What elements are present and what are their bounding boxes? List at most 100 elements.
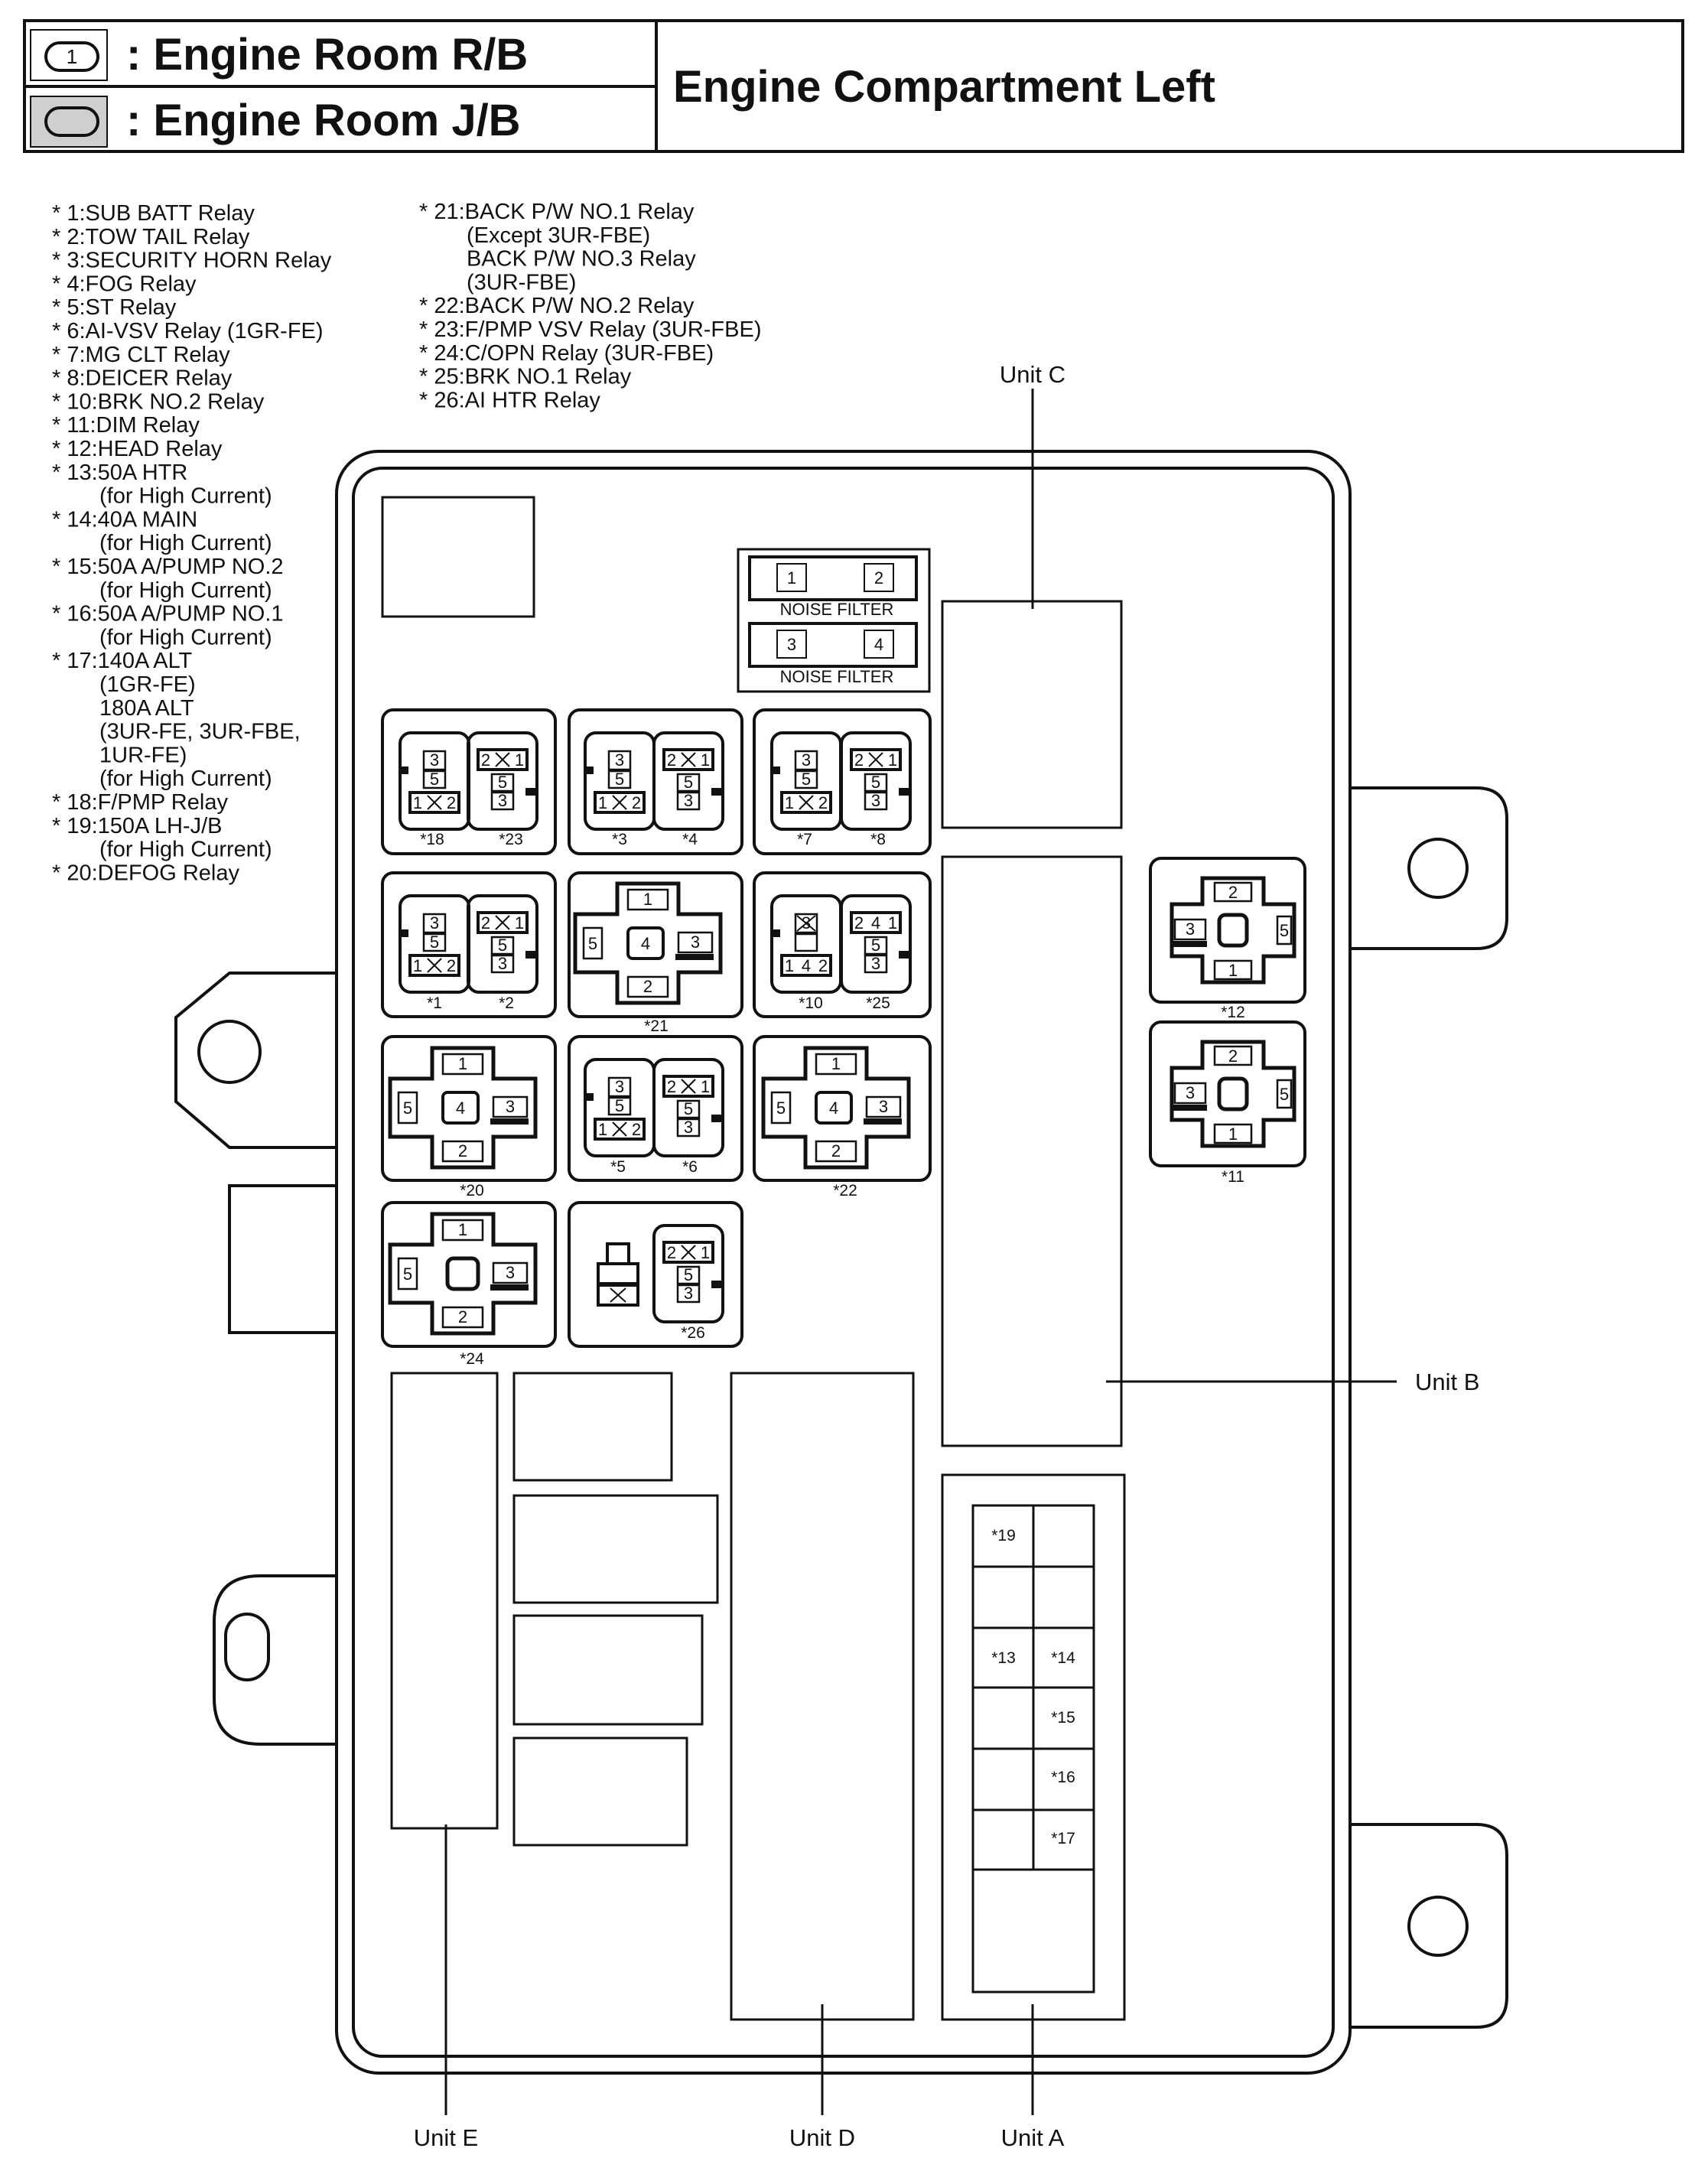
pin-label: 3	[871, 954, 880, 973]
pin-label: 5	[871, 936, 880, 955]
pin-label: 5	[615, 770, 624, 789]
pin-label: 1	[701, 1077, 710, 1096]
pin-label: 3	[802, 913, 811, 933]
legend-line: (1GR-FE)	[99, 672, 196, 697]
small-block-1	[512, 1372, 673, 1482]
legend-line: (for High Current)	[99, 484, 272, 509]
pin-label: 2	[643, 977, 652, 996]
relay-tag-23: *23	[499, 831, 523, 848]
pin-label: 2	[1228, 883, 1238, 902]
noise-filter-pin-3: 3	[787, 635, 796, 654]
legend-line: 1UR-FE)	[99, 743, 187, 767]
legend-right-list: * 21:BACK P/W NO.1 Relay(Except 3UR-FBE)…	[419, 200, 761, 412]
pin-label: 3	[498, 954, 507, 973]
pin-label: 5	[802, 770, 811, 789]
legend-line: * 23:F/PMP VSV Relay (3UR-FBE)	[419, 317, 761, 342]
unit-e-block	[390, 1372, 499, 1830]
pin-label: 1	[515, 750, 524, 770]
relay-tag-4: *4	[682, 831, 698, 848]
pin-label: 2	[458, 1141, 467, 1160]
relay-tag-20: *20	[460, 1182, 484, 1199]
legend-line: (for High Current)	[99, 578, 272, 603]
legend-line: * 20:DEFOG Relay	[52, 861, 239, 885]
relay-tag-18: *18	[420, 831, 444, 848]
legend-line: (3UR-FE, 3UR-FBE,	[99, 720, 301, 744]
fuse-19-label: *19	[991, 1527, 1016, 1544]
pin-label: 2	[632, 1120, 641, 1139]
pin-label: 2	[854, 913, 864, 933]
pin-label: 1	[701, 750, 710, 770]
legend-line: * 7:MG CLT Relay	[52, 343, 230, 367]
pin-label: 4	[641, 934, 650, 953]
legend-line: * 13:50A HTR	[52, 461, 187, 485]
pin-label: 1	[598, 1120, 607, 1139]
unit-b-label: Unit B	[1415, 1369, 1479, 1395]
pin-label: 1	[413, 793, 422, 812]
legend-jb-text: : Engine Room J/B	[126, 96, 521, 145]
relay-cell-21	[568, 871, 743, 1018]
relay-cell-3-4	[568, 708, 743, 855]
legend-line: * 25:BRK NO.1 Relay	[419, 365, 632, 389]
pin-label: 4	[456, 1099, 465, 1118]
pin-label: 3	[879, 1097, 888, 1116]
relay-cell-18-23	[381, 708, 557, 855]
pin-label: 3	[691, 933, 700, 952]
legend-line: (3UR-FBE)	[467, 270, 576, 295]
legend-line: (Except 3UR-FBE)	[467, 223, 650, 248]
noise-filter-module: 1 2 NOISE FILTER 3 4 NOISE FILTER	[737, 548, 931, 693]
unit-d-label: Unit D	[789, 2124, 855, 2151]
legend-line: BACK P/W NO.3 Relay	[467, 247, 696, 272]
unit-a-label: Unit A	[1001, 2124, 1065, 2151]
pin-label: 1	[785, 793, 794, 812]
relay-tag-25: *25	[866, 994, 890, 1012]
noise-filter-pin-2: 2	[874, 568, 883, 588]
pin-label: 4	[802, 956, 811, 975]
pin-label: 1	[1228, 1125, 1238, 1144]
unit-leaders	[444, 389, 1397, 2115]
small-block-4	[512, 1736, 688, 1847]
pin-label: 3	[506, 1263, 515, 1282]
pin-label: 1	[888, 750, 897, 770]
pin-label: 3	[684, 1284, 693, 1303]
pin-label: 2	[818, 956, 828, 975]
pin-label: 3	[802, 750, 811, 770]
pin-label: 1	[413, 956, 422, 975]
legend-left-list: * 1:SUB BATT Relay* 2:TOW TAIL Relay* 3:…	[52, 201, 332, 885]
fuse-box-outline	[174, 450, 1508, 2075]
pin-label: 3	[430, 913, 439, 933]
noise-filter-pin-4: 4	[874, 635, 883, 654]
pin-label: 1	[458, 1220, 467, 1239]
legend-line: * 5:ST Relay	[52, 295, 177, 320]
legend-line: * 12:HEAD Relay	[52, 437, 223, 461]
relay-tag-21: *21	[644, 1017, 669, 1035]
box-outer-wall	[335, 450, 1352, 2075]
legend-line: (for High Current)	[99, 531, 272, 555]
legend-line: * 10:BRK NO.2 Relay	[52, 389, 265, 414]
pin-label: 1	[458, 1054, 467, 1073]
left-mount-tab-upper	[174, 972, 337, 1149]
pin-label: 1	[785, 956, 794, 975]
pin-label: 2	[447, 956, 456, 975]
pin-label: 5	[871, 773, 880, 792]
legend-line: * 26:AI HTR Relay	[419, 388, 600, 412]
legend-line: * 16:50A A/PUMP NO.1	[52, 602, 284, 627]
legend-line: * 3:SECURITY HORN Relay	[52, 249, 332, 273]
legend-rb-symbol: 1	[30, 29, 108, 81]
pin-label: 2	[458, 1307, 467, 1326]
small-block-3	[512, 1614, 704, 1726]
relay-tag-22: *22	[833, 1182, 857, 1199]
unit-b-block	[941, 855, 1123, 1447]
relay-tag-5: *5	[610, 1158, 626, 1176]
relay-cell-20	[381, 1035, 557, 1182]
legend-rb-number: 1	[67, 45, 77, 68]
pin-label: 3	[615, 750, 624, 770]
pin-label: 4	[871, 913, 880, 933]
relay-cell-1-2	[381, 871, 557, 1018]
pin-label: 5	[430, 770, 439, 789]
